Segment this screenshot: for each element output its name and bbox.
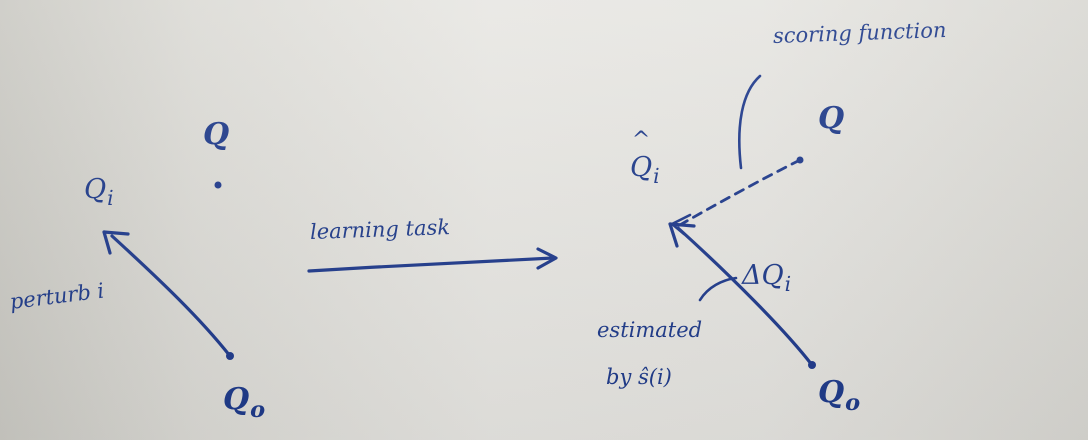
right-q-label: Q xyxy=(818,101,845,136)
right-q0-main: Q xyxy=(818,375,845,410)
estimated-leader-curve xyxy=(698,276,738,302)
perturb-arrow-line xyxy=(110,234,232,358)
by-s-hat-label: by ŝ(i) xyxy=(606,365,672,389)
learning-task-label: learning task xyxy=(309,215,451,244)
right-qhat-subscript: i xyxy=(653,164,660,189)
delta-q-subscript: i xyxy=(784,272,792,297)
left-q0-label: Qo xyxy=(223,382,266,423)
right-qhat-label: ^ Q i xyxy=(630,130,660,189)
left-qi-label: Qi xyxy=(84,176,114,208)
left-q0-subscript: o xyxy=(250,396,266,423)
estimate-arrow-head xyxy=(668,222,696,248)
learning-task-arrow-head xyxy=(536,247,558,270)
delta-q-main: ΔQ xyxy=(742,260,784,291)
left-q0-main: Q xyxy=(223,382,250,417)
left-q-label: Q xyxy=(203,117,230,152)
left-qi-main: Q xyxy=(84,174,107,205)
right-qhat-hat: ^ xyxy=(631,128,651,153)
perturb-arrow-head xyxy=(102,230,130,255)
right-q0-label: Qo xyxy=(818,375,861,416)
right-q0-subscript: o xyxy=(845,389,861,416)
scoring-leader-curve xyxy=(738,74,762,170)
delta-q-label: ΔQi xyxy=(742,262,791,294)
left-q-dot xyxy=(214,181,222,189)
scoring-dashed-line xyxy=(676,158,802,228)
estimated-label: estimated xyxy=(597,318,703,342)
scoring-dashed-head xyxy=(670,213,692,236)
right-qhat-letter: ^ Q xyxy=(630,130,653,183)
right-qhat-main: Q xyxy=(630,152,653,183)
estimate-arrow-line xyxy=(676,226,814,367)
learning-task-arrow-line xyxy=(307,256,555,273)
left-qi-subscript: i xyxy=(107,186,114,211)
